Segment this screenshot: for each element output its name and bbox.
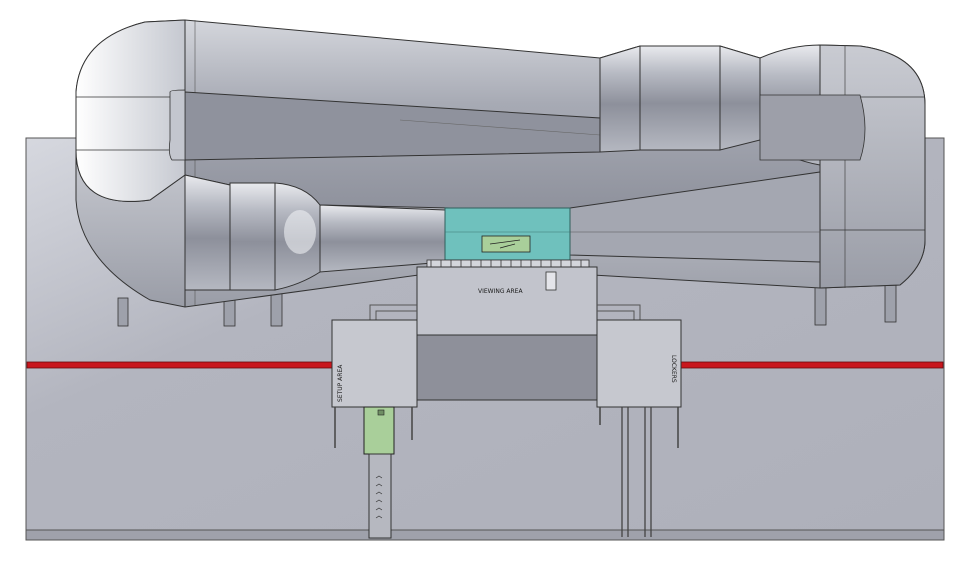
lockers-label: LOCKERS	[670, 355, 677, 383]
setup-area-box: SETUP AREA	[331, 319, 418, 448]
fan-section	[599, 44, 866, 166]
contraction-section	[184, 174, 321, 291]
viewing-platform: VIEWING AREA	[369, 259, 641, 401]
return-duct	[168, 89, 601, 161]
test-model-panel	[481, 235, 531, 253]
test-section	[444, 207, 571, 261]
viewing-area-label: VIEWING AREA	[478, 288, 523, 295]
stair-access	[363, 406, 395, 539]
lockers-box: LOCKERS	[596, 319, 682, 448]
setup-area-label: SETUP AREA	[337, 364, 344, 402]
drain-pipes	[621, 407, 652, 537]
diffuser-duct	[319, 171, 821, 273]
door-icon	[545, 271, 557, 291]
